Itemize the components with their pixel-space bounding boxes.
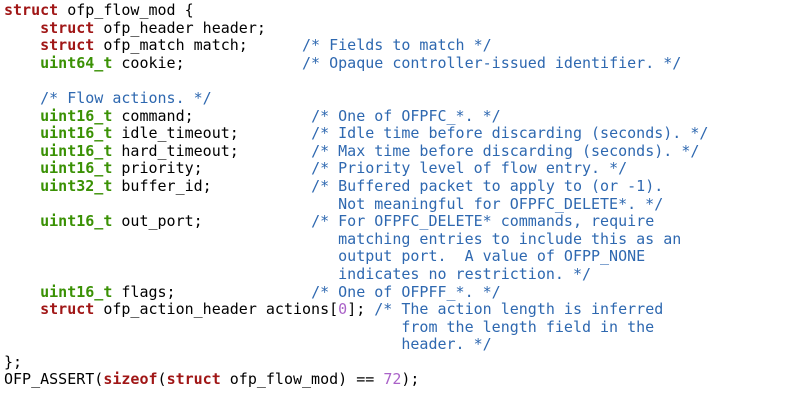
code-line: uint32_t buffer_id; /* Buffered packet t… xyxy=(4,176,812,196)
code-line: struct ofp_header header; xyxy=(4,18,812,38)
code-line: struct ofp_flow_mod { xyxy=(4,1,812,20)
token-comment: /* Priority level of flow entry. */ xyxy=(311,159,628,178)
code-line: header. */ xyxy=(4,335,812,354)
token-comment: from the length field in the xyxy=(4,317,655,336)
token-plain: }; xyxy=(4,352,23,371)
code-line: uint64_t cookie; /* Opaque controller-is… xyxy=(4,53,812,73)
token-plain: flags; xyxy=(112,282,312,301)
code-line: uint16_t command; /* One of OFPFC_*. */ xyxy=(4,106,812,126)
token-type: uint16_t xyxy=(40,212,113,231)
code-line: }; xyxy=(4,352,812,372)
token-plain: OFP_ASSERT( xyxy=(4,370,104,389)
token-comment: Not meaningful for OFPFC_DELETE*. */ xyxy=(4,194,664,213)
token-plain: cookie; xyxy=(112,53,303,72)
token-type: uint16_t xyxy=(40,124,113,143)
token-comment: /* Fields to match */ xyxy=(302,36,492,55)
token-number: 72 xyxy=(383,370,402,389)
code-listing: struct ofp_flow_mod { struct ofp_header … xyxy=(4,1,812,389)
token-plain xyxy=(4,159,40,177)
token-keyword: sizeof xyxy=(103,370,158,389)
token-comment: /* For OFPFC_DELETE* commands, require xyxy=(311,212,655,231)
token-plain xyxy=(4,89,40,107)
token-plain xyxy=(4,124,40,142)
token-plain: ofp_flow_mod) == xyxy=(220,370,384,389)
token-comment: indicates no restriction. */ xyxy=(4,264,591,283)
code-line: Not meaningful for OFPFC_DELETE*. */ xyxy=(4,194,812,214)
token-keyword: struct xyxy=(40,18,95,37)
code-line: from the length field in the xyxy=(4,317,812,337)
token-type: uint16_t xyxy=(40,159,113,178)
code-line: indicates no restriction. */ xyxy=(4,264,812,284)
token-plain: ( xyxy=(157,370,167,389)
token-plain: out_port; xyxy=(112,212,312,231)
code-line: uint16_t out_port; /* For OFPFC_DELETE* … xyxy=(4,212,812,231)
code-line: output port. A value of OFPP_NONE xyxy=(4,248,812,266)
token-comment: /* Buffered packet to apply to (or -1). xyxy=(311,176,664,195)
token-comment: /* Max time before discarding (seconds).… xyxy=(311,141,700,160)
token-plain xyxy=(4,212,40,230)
token-comment: header. */ xyxy=(4,335,492,354)
token-keyword: struct xyxy=(40,36,95,55)
code-line: struct ofp_action_header actions[0]; /* … xyxy=(4,300,812,319)
token-type: uint16_t xyxy=(40,141,113,160)
token-plain xyxy=(4,36,40,54)
token-plain: buffer_id; xyxy=(112,176,312,195)
code-line: uint16_t flags; /* One of OFPFF_*. */ xyxy=(4,282,812,302)
code-line: /* Flow actions. */ xyxy=(4,88,812,108)
token-comment: output port. A value of OFPP_NONE xyxy=(4,247,646,266)
token-keyword: struct xyxy=(166,370,221,389)
token-plain xyxy=(4,19,40,37)
token-plain: idle_timeout; xyxy=(112,124,312,143)
token-type: uint16_t xyxy=(40,106,113,125)
token-type: uint32_t xyxy=(40,176,113,195)
token-comment: /* Flow actions. */ xyxy=(40,88,212,107)
code-line: uint16_t priority; /* Priority level of … xyxy=(4,160,812,178)
token-plain: command; xyxy=(112,106,312,125)
token-plain: ofp_action_header actions[ xyxy=(94,300,339,319)
token-type: uint16_t xyxy=(40,282,113,301)
code-line: uint16_t idle_timeout; /* Idle time befo… xyxy=(4,124,812,143)
code-line: struct ofp_match match; /* Fields to mat… xyxy=(4,36,812,55)
token-plain: ofp_flow_mod { xyxy=(58,1,194,19)
token-type: uint64_t xyxy=(40,53,113,72)
code-line: uint16_t hard_timeout; /* Max time befor… xyxy=(4,141,812,161)
code-line: matching entries to include this as an xyxy=(4,229,812,249)
token-comment: /* Idle time before discarding (seconds)… xyxy=(311,124,709,143)
token-comment: matching entries to include this as an xyxy=(4,229,682,248)
token-comment: /* One of OFPFF_*. */ xyxy=(311,282,501,301)
code-line xyxy=(4,72,812,90)
token-comment: /* The action length is inferred xyxy=(374,300,664,319)
token-plain: ); xyxy=(401,370,420,389)
token-plain: hard_timeout; xyxy=(112,141,312,160)
token-plain: ofp_header header; xyxy=(94,18,266,37)
token-plain xyxy=(4,107,40,125)
token-plain xyxy=(4,300,40,318)
token-plain: ofp_match match; xyxy=(94,36,303,55)
token-keyword: struct xyxy=(4,1,59,19)
token-plain xyxy=(4,177,40,195)
token-plain xyxy=(4,142,40,160)
token-number: 0 xyxy=(338,300,348,319)
token-plain: ]; xyxy=(347,300,375,319)
token-comment: /* Opaque controller-issued identifier. … xyxy=(302,53,682,72)
token-plain: priority; xyxy=(112,159,312,178)
token-plain xyxy=(4,54,40,72)
token-plain xyxy=(4,283,40,301)
token-comment: /* One of OFPFC_*. */ xyxy=(311,106,501,125)
code-line: OFP_ASSERT(sizeof(struct ofp_flow_mod) =… xyxy=(4,371,812,389)
token-keyword: struct xyxy=(40,300,95,319)
